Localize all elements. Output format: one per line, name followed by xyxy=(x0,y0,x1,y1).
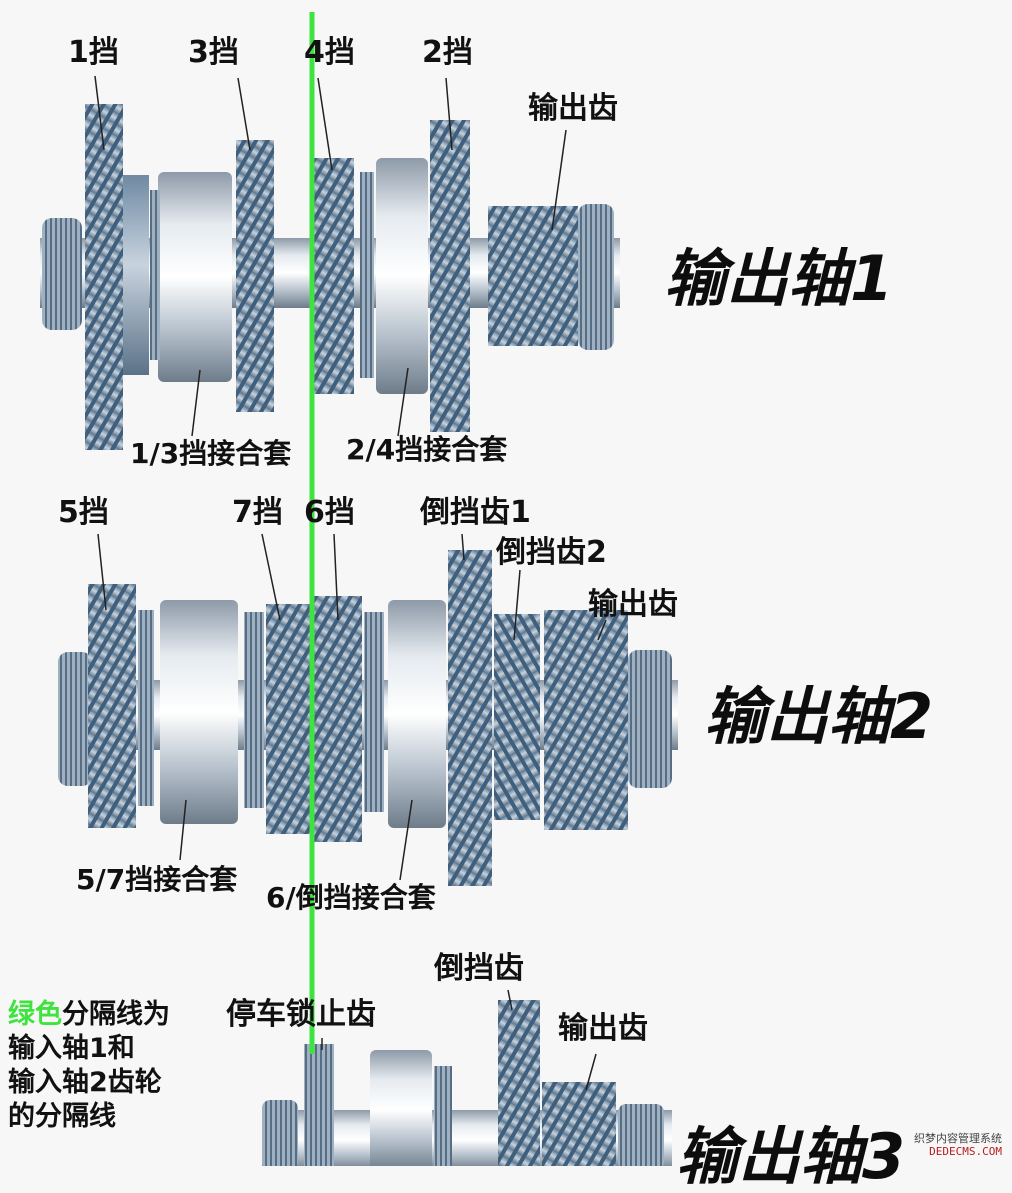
sleeve-label-6-reverse: 6/倒挡接合套 xyxy=(266,881,436,914)
output-shaft-3-assembly xyxy=(262,989,672,1166)
sleeve-label-5-7: 5/7挡接合套 xyxy=(76,863,238,896)
gear-5th xyxy=(88,584,136,828)
divider-note-line-2: 输入轴1和 xyxy=(8,1033,135,1064)
watermark-line-1: 织梦内容管理系统 xyxy=(914,1132,1002,1145)
reverse-gear-1 xyxy=(448,550,492,886)
gear-label-6th: 6挡 xyxy=(304,495,355,530)
gear-1st-hub xyxy=(123,175,149,375)
reverse-gear-1-label: 倒挡齿1 xyxy=(420,495,531,530)
output-gear-label-2: 输出齿 xyxy=(588,587,678,622)
output-shaft-2-assembly xyxy=(58,533,678,886)
gear-label-1st: 1挡 xyxy=(68,35,119,70)
output-shaft-2-title: 输出轴2 xyxy=(704,680,934,753)
bearing-left-1 xyxy=(42,218,82,330)
divider-note-line-3: 输入轴2齿轮 xyxy=(8,1067,162,1098)
output-gear-3 xyxy=(542,1082,616,1166)
gear-6th xyxy=(314,596,362,842)
bearing-right-2 xyxy=(628,650,672,788)
synchro-3-sleeve xyxy=(370,1050,432,1166)
output-shaft-1-assembly xyxy=(40,75,620,450)
divider-note-line-1: 绿色分隔线为 xyxy=(8,998,170,1032)
gear-label-2nd: 2挡 xyxy=(422,35,473,70)
bearing-right-3 xyxy=(618,1104,664,1166)
gear-label-3rd: 3挡 xyxy=(188,35,239,70)
parking-lock-gear-label: 停车锁止齿 xyxy=(226,997,376,1032)
gear-4th xyxy=(312,158,354,394)
output-gear-1 xyxy=(488,206,578,346)
synchro-5-7-ring-b xyxy=(244,612,264,808)
output-gear-label-1: 输出齿 xyxy=(528,91,618,126)
synchro-5-7-ring xyxy=(138,610,154,806)
reverse-gear-2-label: 倒挡齿2 xyxy=(496,535,607,570)
divider-note-line-4: 的分隔线 xyxy=(8,1101,116,1132)
output-shaft-3-title: 输出轴3 xyxy=(676,1120,906,1193)
output-gear-2 xyxy=(544,610,628,830)
synchro-6-r-sleeve xyxy=(388,600,446,828)
reverse-gear-label-3: 倒挡齿 xyxy=(434,951,524,986)
reverse-gear-3 xyxy=(498,1000,540,1166)
gear-label-7th: 7挡 xyxy=(232,495,283,530)
bearing-left-2 xyxy=(58,652,92,786)
gear-label-5th: 5挡 xyxy=(58,495,109,530)
parking-lock-gear xyxy=(304,1044,334,1166)
output-shaft-1-title: 输出轴1 xyxy=(664,242,894,315)
watermark: 织梦内容管理系统 DEDECMS.COM xyxy=(914,1132,1002,1158)
bearing-left-3 xyxy=(262,1100,298,1166)
sleeve-label-2-4: 2/4挡接合套 xyxy=(346,433,508,466)
divider-note: 绿色分隔线为 输入轴1和 输入轴2齿轮 的分隔线 xyxy=(8,998,170,1134)
sleeve-label-1-3: 1/3挡接合套 xyxy=(130,437,292,470)
synchro-2-4-ring xyxy=(360,172,374,378)
gear-2nd xyxy=(430,120,470,432)
synchro-5-7-sleeve xyxy=(160,600,238,824)
reverse-gear-2 xyxy=(494,614,540,820)
output-gear-label-3: 输出齿 xyxy=(558,1011,648,1046)
synchro-6-r-ring xyxy=(364,612,384,812)
gear-label-4th: 4挡 xyxy=(304,35,355,70)
synchro-2-4-sleeve xyxy=(376,158,428,394)
synchro-1-3-sleeve xyxy=(158,172,232,382)
gear-7th xyxy=(266,604,312,834)
gear-1st xyxy=(85,104,123,450)
divider-note-highlight: 绿色 xyxy=(8,999,62,1030)
synchro-3-ring xyxy=(434,1066,452,1166)
synchro-1-3-ring xyxy=(150,190,160,360)
watermark-line-2: DEDECMS.COM xyxy=(929,1145,1002,1158)
transmission-diagram xyxy=(40,12,678,1166)
divider-note-line-1-rest: 分隔线为 xyxy=(62,999,170,1030)
gear-3rd xyxy=(236,140,274,412)
bearing-right-1 xyxy=(578,204,614,350)
